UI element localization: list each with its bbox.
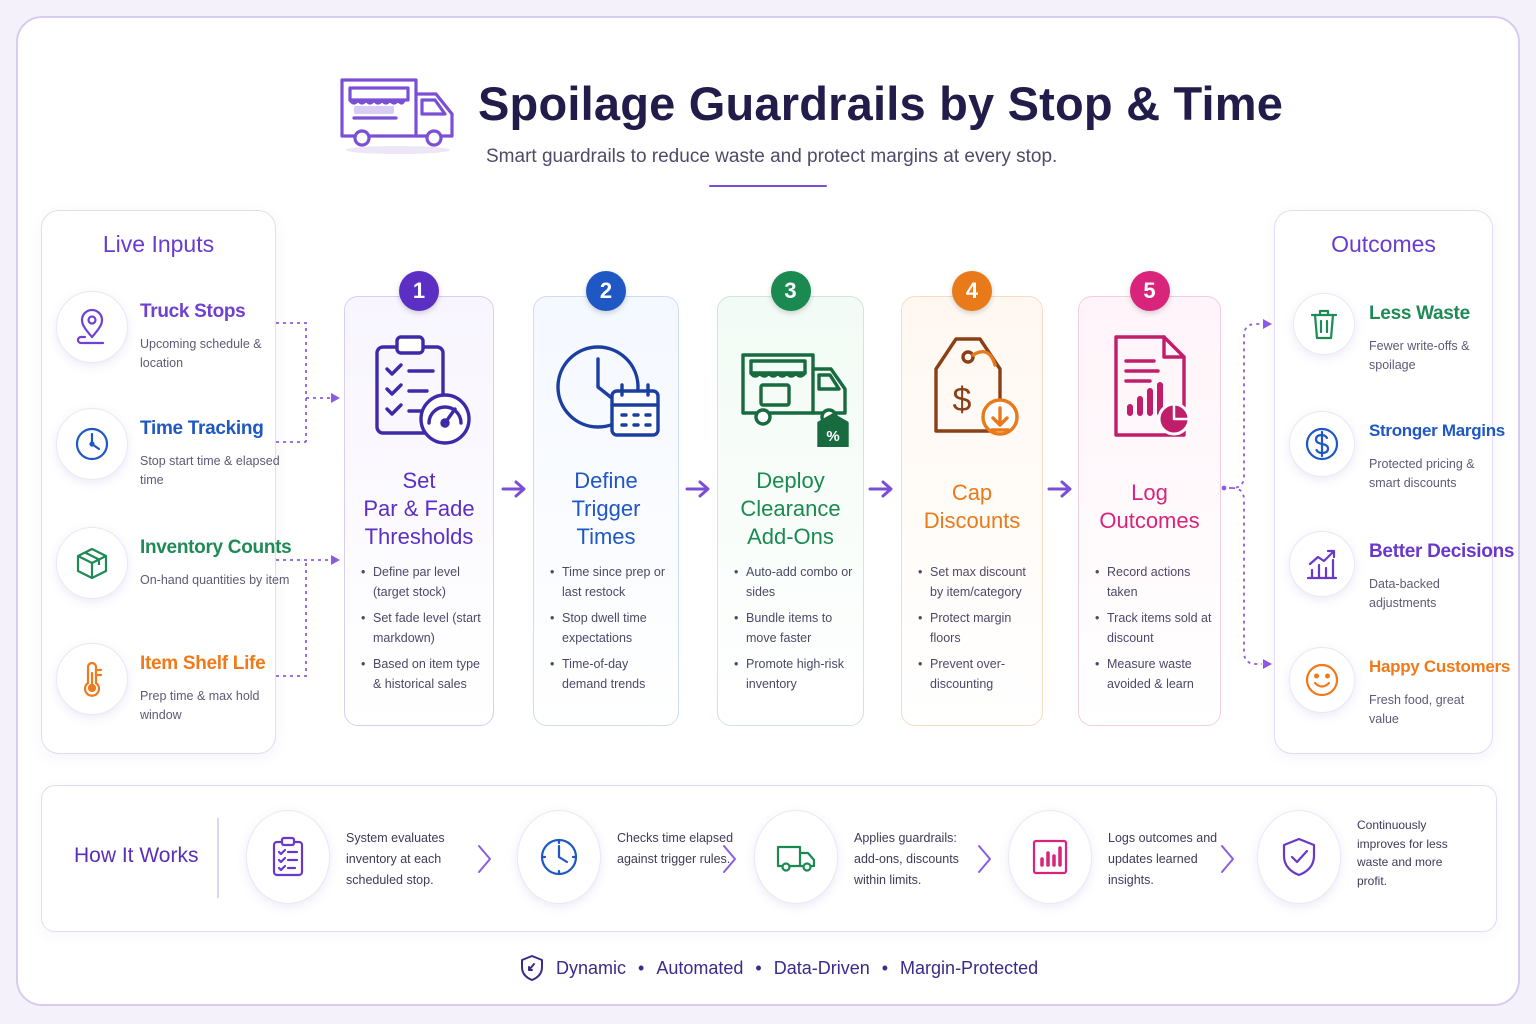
footer-separator: •	[881, 957, 889, 978]
chevron-right-icon	[1221, 845, 1234, 873]
clock-icon	[56, 408, 128, 480]
input-inventory-counts: Inventory Counts On-hand quantities by i…	[42, 527, 292, 627]
chevron-right-icon	[478, 845, 491, 873]
footer-separator: •	[755, 957, 762, 978]
shield-check-icon	[1257, 810, 1341, 904]
outcome-stronger-margins: Stronger Margins Protected pricing & sma…	[1275, 411, 1505, 511]
arrow-right-icon	[1047, 480, 1072, 498]
svg-text:%: %	[826, 428, 839, 445]
outcomes-title: Outcomes	[1331, 231, 1436, 257]
input-label: Item Shelf Life	[140, 653, 266, 674]
food-truck-tag-icon: %	[740, 353, 849, 447]
step-bullets: Define par level (target stock)Set fade …	[361, 563, 485, 701]
chevron-right-icon	[723, 845, 736, 873]
outcome-less-waste: Less Waste Fewer write-offs & spoilage	[1275, 293, 1492, 393]
input-desc: Stop start time & elapsed time	[140, 454, 280, 487]
arrow-right-icon	[685, 480, 710, 498]
growth-chart-icon	[1289, 531, 1355, 597]
input-label: Time Tracking	[140, 418, 264, 439]
outcome-label: Less Waste	[1369, 303, 1470, 324]
live-inputs-title: Live Inputs	[102, 231, 215, 257]
how-step-text: Applies guardrails: add-ons, discounts w…	[854, 831, 959, 887]
step-bullets: Record actions takenTrack items sold at …	[1095, 563, 1212, 701]
outcome-desc: Protected pricing & smart discounts	[1369, 457, 1475, 490]
outcome-happy-customers: Happy Customers Fresh food, great value	[1275, 647, 1510, 747]
clock-calendar-icon	[556, 345, 660, 437]
outcomes-panel: Outcomes Less Waste Fewer write-offs & s…	[1274, 210, 1514, 754]
input-item-shelf-life: Item Shelf Life Prep time & max hold win…	[42, 643, 275, 743]
footer-tag: Dynamic	[556, 957, 627, 978]
how-step-text: Continuously improves for less waste and…	[1357, 818, 1448, 888]
step-bullets: Time since prep or last restockStop dwel…	[550, 563, 670, 701]
step-number-badge: 5	[1129, 271, 1170, 311]
outcome-desc: Data-backed adjustments	[1369, 577, 1440, 610]
shield-icon	[521, 955, 543, 981]
step-bullets: Set max discount by item/categoryProtect…	[918, 563, 1034, 701]
outcome-label: Happy Customers	[1369, 657, 1510, 676]
outcome-label: Better Decisions	[1369, 541, 1515, 562]
smiley-icon	[1289, 647, 1355, 713]
footer-tag: Data-Driven	[773, 957, 870, 978]
svg-text:$: $	[953, 381, 972, 419]
outcome-label: Stronger Margins	[1369, 421, 1505, 440]
step-number-badge: 2	[586, 271, 626, 311]
clipboard-gauge-icon	[375, 335, 471, 445]
input-truck-stops: Truck Stops Upcoming schedule & location	[42, 291, 275, 391]
arrow-right-icon	[868, 480, 893, 498]
title-divider	[709, 185, 827, 187]
footer-tag: Margin-Protected	[900, 957, 1039, 978]
footer-separator: •	[638, 957, 645, 978]
input-desc: On-hand quantities by item	[140, 573, 290, 587]
how-step-text: Checks time elapsed against trigger rule…	[617, 831, 734, 866]
box-icon	[56, 527, 128, 599]
outcome-better-decisions: Better Decisions Data-backed adjustments	[1275, 531, 1514, 631]
checklist-icon	[246, 810, 330, 904]
arrow-right-icon	[501, 480, 526, 498]
how-step-text: System evaluates inventory at each sched…	[346, 831, 445, 887]
page-subtitle: Smart guardrails to reduce waste and pro…	[486, 146, 1058, 167]
delivery-truck-icon	[754, 810, 838, 904]
outcome-desc: Fresh food, great value	[1369, 693, 1465, 726]
report-chart-icon	[1113, 335, 1190, 437]
how-divider	[217, 818, 219, 898]
chevron-right-icon	[978, 845, 991, 873]
clock-icon	[517, 810, 601, 904]
input-desc: Upcoming schedule & location	[140, 337, 262, 370]
how-it-works-panel: How It Works System evaluates inventory …	[41, 785, 1497, 932]
input-label: Inventory Counts	[140, 537, 292, 558]
step-bullets: Auto-add combo or sidesBundle items to m…	[734, 563, 855, 701]
step-number-badge: 4	[952, 271, 992, 311]
thermometer-icon	[56, 643, 128, 715]
live-inputs-panel: Live Inputs Truck Stops Upcoming schedul…	[41, 210, 292, 754]
input-desc: Prep time & max hold window	[140, 689, 260, 722]
step-number-badge: 1	[399, 271, 439, 311]
page-title: Spoilage Guardrails by Stop & Time	[478, 77, 1284, 130]
how-it-works-title: How It Works	[74, 844, 199, 867]
input-time-tracking: Time Tracking Stop start time & elapsed …	[42, 408, 280, 508]
dollar-coin-icon	[1289, 411, 1355, 477]
input-label: Truck Stops	[140, 301, 246, 322]
price-tag-icon: $	[934, 337, 1019, 436]
footer-tagline: Dynamic • Automated • Data-Driven • Marg…	[518, 952, 1038, 984]
how-step-text: Logs outcomes and updates learned insigh…	[1108, 831, 1218, 887]
step-number-badge: 3	[770, 271, 811, 311]
footer-tag: Automated	[656, 957, 744, 978]
food-truck-logo-icon	[340, 78, 454, 154]
bar-chart-icon	[1008, 810, 1092, 904]
location-pin-icon	[56, 291, 128, 363]
trash-icon	[1293, 293, 1355, 355]
outcome-desc: Fewer write-offs & spoilage	[1369, 339, 1470, 372]
